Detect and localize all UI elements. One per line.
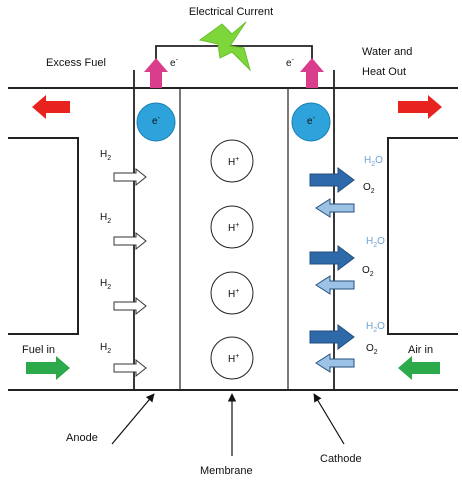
- water-heat-out-arrow: [398, 95, 442, 119]
- oxygen-label: O2: [366, 343, 378, 356]
- water-heat-label-line2: Heat Out: [362, 66, 406, 78]
- fuel-channel-bracket: [8, 137, 79, 335]
- water-label: H2O: [366, 236, 385, 249]
- anode-pointer-arrow: [111, 393, 155, 445]
- air-in-arrow: [398, 356, 440, 380]
- svg-text:H+: H+: [228, 156, 239, 168]
- svg-text:H+: H+: [228, 222, 239, 234]
- hydrogen-label: H2: [100, 278, 111, 291]
- hydrogen-flow-arrow: [113, 167, 147, 187]
- cathode-pointer-arrow: [313, 393, 345, 445]
- hydrogen-label: H2: [100, 212, 111, 225]
- svg-text:e-: e-: [307, 115, 316, 127]
- proton-circle: H+: [210, 139, 254, 183]
- oxygen-in-arrow: [315, 275, 355, 295]
- oxygen-label: O2: [363, 182, 375, 195]
- electron-up-arrow-cathode: [300, 58, 324, 88]
- water-out-arrow: [309, 324, 355, 350]
- hydrogen-flow-arrow: [113, 296, 147, 316]
- excess-fuel-label: Excess Fuel: [46, 57, 106, 69]
- hydrogen-flow-arrow: [113, 358, 147, 378]
- water-label: H2O: [366, 321, 385, 334]
- electron-circle-anode: e-: [136, 102, 176, 142]
- air-channel-bracket: [387, 137, 458, 335]
- svg-text:H+: H+: [228, 353, 239, 365]
- oxygen-in-arrow: [315, 198, 355, 218]
- svg-text:H+: H+: [228, 288, 239, 300]
- diagram-title: Electrical Current: [189, 6, 273, 18]
- electron-label-cathode: e-: [286, 57, 295, 69]
- excess-fuel-out-arrow: [32, 95, 70, 119]
- svg-text:e-: e-: [152, 115, 161, 127]
- fuel-in-label: Fuel in: [22, 344, 55, 356]
- cathode-label: Cathode: [320, 453, 362, 465]
- electron-label-anode: e-: [170, 57, 179, 69]
- oxygen-in-arrow: [315, 353, 355, 373]
- electron-up-arrow-anode: [144, 58, 168, 88]
- air-in-label: Air in: [408, 344, 433, 356]
- proton-circle: H+: [210, 271, 254, 315]
- electron-circle-cathode: e-: [291, 102, 331, 142]
- proton-circle: H+: [210, 205, 254, 249]
- anode-label: Anode: [66, 432, 98, 444]
- hydrogen-label: H2: [100, 342, 111, 355]
- fuel-in-arrow: [26, 356, 70, 380]
- oxygen-label: O2: [362, 265, 374, 278]
- water-heat-label-line1: Water and: [362, 46, 412, 58]
- lightning-bolt-icon: [198, 21, 251, 72]
- water-label: H2O: [364, 155, 383, 168]
- proton-circle: H+: [210, 336, 254, 380]
- membrane-label: Membrane: [200, 465, 253, 477]
- water-out-arrow: [309, 167, 355, 193]
- hydrogen-flow-arrow: [113, 231, 147, 251]
- hydrogen-label: H2: [100, 149, 111, 162]
- water-out-arrow: [309, 245, 355, 271]
